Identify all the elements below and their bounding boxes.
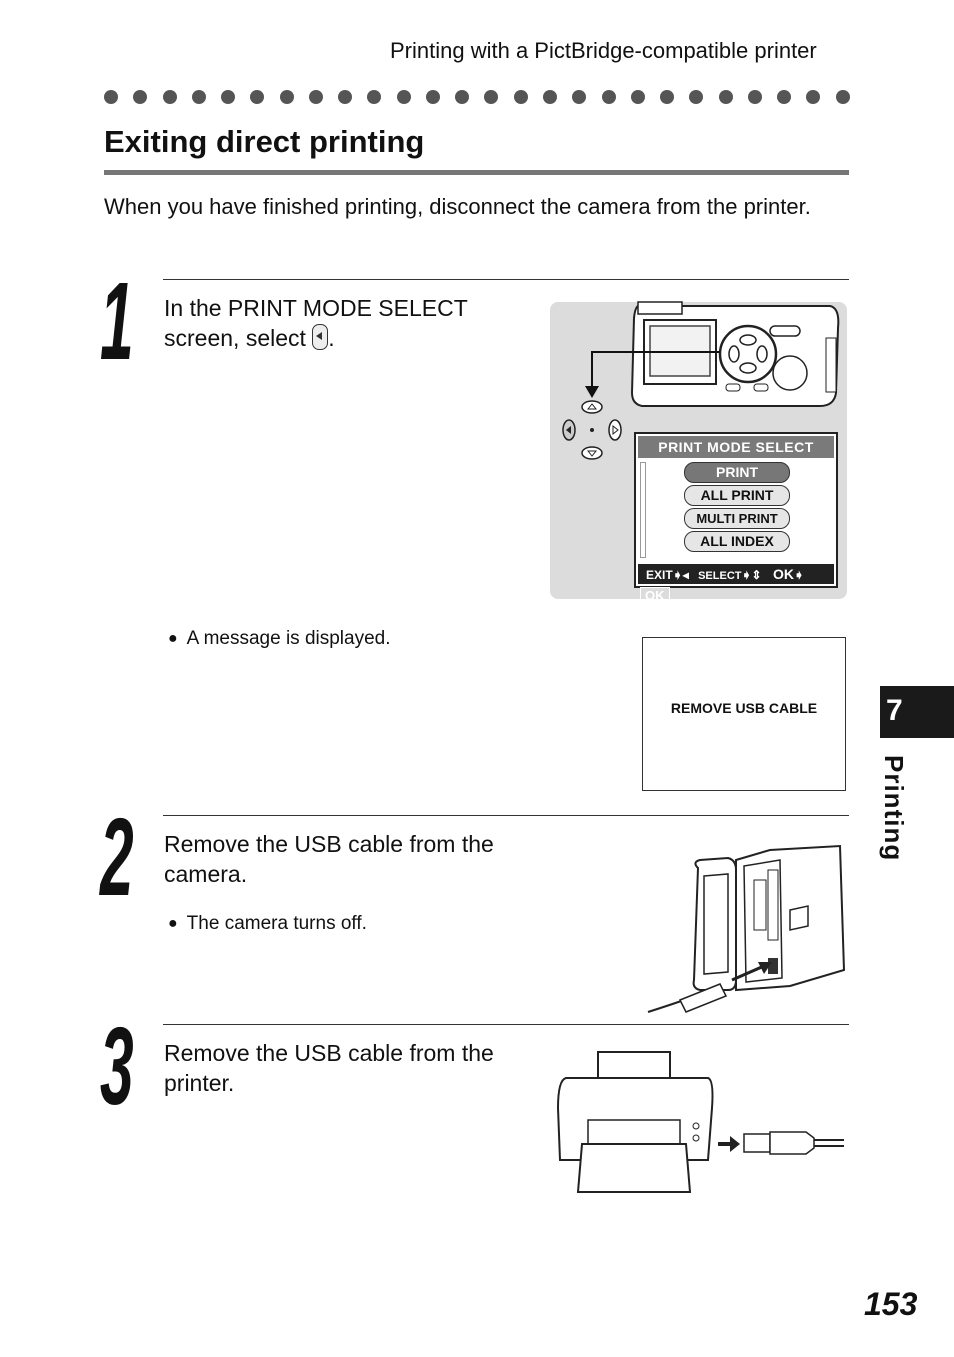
- chapter-number: 7: [886, 694, 903, 727]
- print-mode-select-screen: PRINT MODE SELECT PRINT ALL PRINT MULTI …: [634, 432, 838, 604]
- chapter-tab: 7: [880, 686, 954, 738]
- step-2-bullet: The camera turns off.: [168, 913, 367, 935]
- footer-select-arrow-icon: ➧⇕: [741, 568, 762, 582]
- step-1-text-main: In the PRINT MODE SELECT screen, select: [164, 295, 468, 351]
- step-1-number: 1: [100, 260, 134, 383]
- lcd-item-print: PRINT: [684, 462, 790, 483]
- footer-ok: OK: [772, 566, 794, 582]
- footer-select: SELECT: [698, 570, 742, 582]
- message-screen: REMOVE USB CABLE: [642, 637, 846, 791]
- lcd-footer: EXIT➧◂ SELECT➧⇕ OK➧ OK: [638, 564, 834, 604]
- section-title: Exiting direct printing: [104, 124, 425, 159]
- footer-exit: EXIT: [646, 568, 673, 582]
- camera-usb-illustration: [647, 844, 846, 1013]
- step-3-number: 3: [100, 1005, 134, 1128]
- step-1-bullet: A message is displayed.: [168, 628, 391, 650]
- lcd-item-all-print: ALL PRINT: [684, 485, 790, 506]
- left-arrow-button-icon: [312, 324, 329, 350]
- step-3-rule: [163, 1024, 849, 1025]
- step-2-rule: [163, 815, 849, 816]
- printer-usb-illustration: [556, 1051, 844, 1193]
- footer-ok-arrow-icon: ➧: [793, 568, 805, 582]
- message-text: REMOVE USB CABLE: [670, 700, 818, 716]
- chapter-label: Printing: [879, 755, 909, 862]
- lcd-scrollbar: [640, 462, 646, 558]
- footer-exit-arrow-icon: ➧◂: [672, 568, 689, 582]
- step-1-rule: [163, 279, 849, 280]
- arrow-pad-icon: [562, 400, 622, 460]
- step-1-text-end: .: [328, 325, 335, 351]
- page-number: 153: [864, 1286, 918, 1322]
- lcd-item-multi-print: MULTI PRINT: [684, 508, 790, 529]
- camera-back-illustration: [585, 301, 840, 407]
- running-header: Printing with a PictBridge-compatible pr…: [390, 38, 817, 63]
- step-3-text: Remove the USB cable from the printer.: [164, 1040, 494, 1096]
- dotted-divider: [104, 90, 850, 106]
- step-2-text: Remove the USB cable from the camera.: [164, 831, 494, 887]
- lcd-item-all-index: ALL INDEX: [684, 531, 790, 552]
- step-2-number: 2: [100, 796, 134, 919]
- footer-ok-box: OK: [640, 587, 670, 604]
- intro-paragraph: When you have finished printing, disconn…: [104, 194, 811, 219]
- lcd-heading: PRINT MODE SELECT: [638, 436, 834, 458]
- step-1-text: In the PRINT MODE SELECT screen, select …: [164, 293, 514, 353]
- title-underline: [104, 170, 849, 175]
